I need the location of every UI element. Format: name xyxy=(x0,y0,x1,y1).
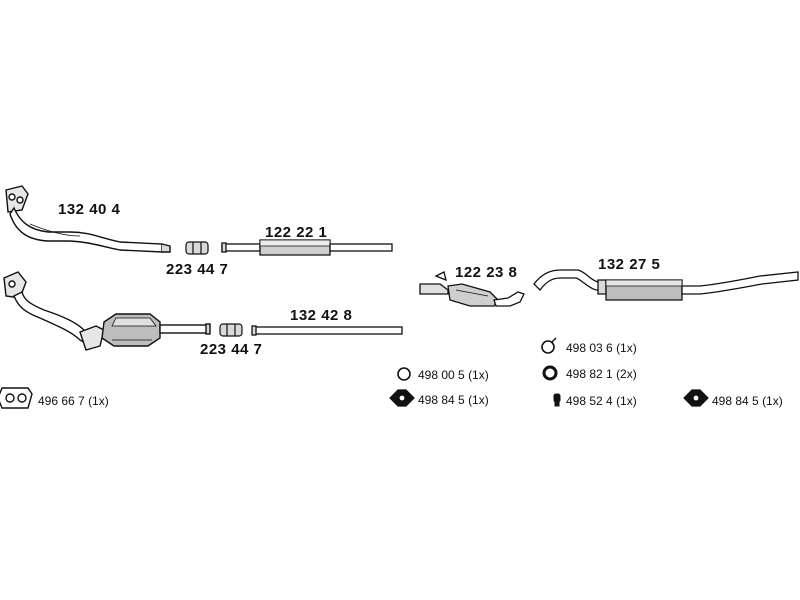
accessory-label-rubber-mount-2: 498 84 5 (1x) xyxy=(712,394,783,408)
middle-silencer[interactable] xyxy=(221,239,393,256)
o-ring-icon xyxy=(542,365,558,381)
clamp-ring-icon xyxy=(541,337,557,354)
label-rear-silencer: 132 27 5 xyxy=(598,256,661,273)
rear-silencer[interactable] xyxy=(533,269,799,301)
accessory-label-ring: 498 00 5 (1x) xyxy=(418,368,489,382)
rubber-mount-icon xyxy=(389,389,415,407)
accessory-label-rubber-mount: 498 84 5 (1x) xyxy=(418,393,489,407)
label-intermediate-pipe: 132 42 8 xyxy=(290,307,353,324)
ring-icon xyxy=(397,367,411,381)
label-front-pipe-1: 132 40 4 xyxy=(58,201,121,218)
label-center-silencer: 122 23 8 xyxy=(455,264,518,281)
accessory-label-clamp-ring: 498 03 6 (1x) xyxy=(566,341,637,355)
clamp-2[interactable] xyxy=(219,323,243,337)
label-clamp-1: 223 44 7 xyxy=(166,261,229,278)
intermediate-pipe[interactable] xyxy=(251,325,403,336)
accessory-label-gasket: 496 66 7 (1x) xyxy=(38,394,109,408)
rubber-mount-icon-2 xyxy=(683,389,709,407)
accessory-label-o-ring: 498 82 1 (2x) xyxy=(566,367,637,381)
label-middle-silencer: 122 22 1 xyxy=(265,224,328,241)
bolt-icon xyxy=(553,393,561,407)
front-pipe-catalytic[interactable] xyxy=(3,271,211,351)
gasket-icon xyxy=(0,387,33,409)
front-pipe-1[interactable] xyxy=(5,185,171,253)
clamp-1[interactable] xyxy=(185,241,209,255)
label-clamp-2: 223 44 7 xyxy=(200,341,263,358)
center-silencer[interactable] xyxy=(419,271,525,307)
accessory-label-bolt: 498 52 4 (1x) xyxy=(566,394,637,408)
